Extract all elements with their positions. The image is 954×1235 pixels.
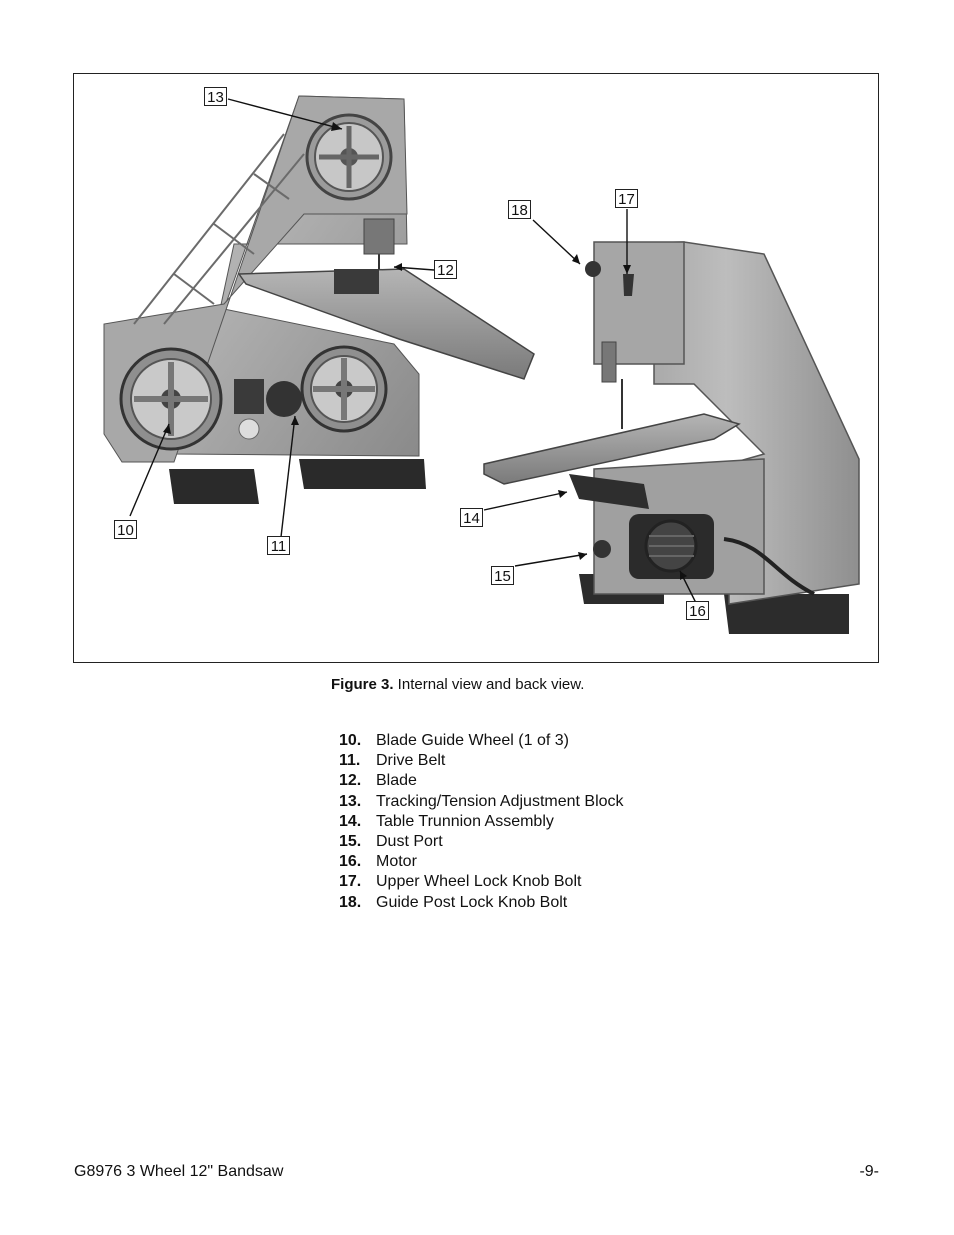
callout-16: 16 <box>686 601 709 620</box>
part-number: 15. <box>339 832 362 850</box>
part-label: Dust Port <box>376 832 443 850</box>
part-number: 13. <box>339 792 362 810</box>
list-item: 10. Blade Guide Wheel (1 of 3) <box>339 731 624 751</box>
part-number: 11. <box>339 752 361 770</box>
part-number: 10. <box>339 732 362 749</box>
list-item: 11. Drive Belt <box>339 751 624 771</box>
part-label: Blade <box>376 772 417 790</box>
callout-13: 13 <box>204 87 227 106</box>
part-label: Tracking/Tension Adjustment Block <box>376 792 624 810</box>
leader-arrowheads <box>163 122 687 580</box>
back-view <box>483 241 860 634</box>
part-label: Drive Belt <box>376 752 446 770</box>
caption-label: Figure 3. <box>331 676 394 693</box>
part-label: Guide Post Lock Knob Bolt <box>376 893 568 911</box>
page-number: -9- <box>859 1163 879 1180</box>
list-item: 17. Upper Wheel Lock Knob Bolt <box>339 872 624 892</box>
figure-3: 13 12 18 17 10 11 14 15 16 <box>73 73 879 663</box>
part-number: 12. <box>339 772 362 790</box>
parts-list: 10. Blade Guide Wheel (1 of 3) 11. Drive B… <box>339 731 624 913</box>
list-item: 15. Dust Port <box>339 832 624 852</box>
part-number: 18. <box>339 893 362 911</box>
part-label: Upper Wheel Lock Knob Bolt <box>376 873 582 891</box>
part-number: 17. <box>339 873 362 891</box>
callout-11: 11 <box>267 536 290 555</box>
list-item: 18. Guide Post Lock Knob Bolt <box>339 893 624 913</box>
part-label: Motor <box>376 853 417 871</box>
list-item: 13. Tracking/Tension Adjustment Block <box>339 792 624 812</box>
part-number: 14. <box>339 812 362 830</box>
footer-title: G8976 3 Wheel 12" Bandsaw <box>74 1163 284 1180</box>
figure-caption: Figure 3. Internal view and back view. <box>331 676 584 693</box>
list-item: 16. Motor <box>339 852 624 872</box>
callout-18: 18 <box>508 200 531 219</box>
part-label: Table Trunnion Assembly <box>376 812 554 830</box>
caption-text: Internal view and back view. <box>393 676 585 693</box>
callout-12: 12 <box>434 260 457 279</box>
part-label: Blade Guide Wheel (1 of 3) <box>376 732 569 749</box>
internal-view <box>103 95 535 504</box>
callout-14: 14 <box>460 508 483 527</box>
leader-lines <box>129 98 697 604</box>
bandsaw-illustration <box>103 95 860 634</box>
callout-17: 17 <box>615 189 638 208</box>
part-number: 16. <box>339 853 362 871</box>
callout-15: 15 <box>491 566 514 585</box>
list-item: 14. Table Trunnion Assembly <box>339 812 624 832</box>
callout-10: 10 <box>114 520 137 539</box>
list-item: 12. Blade <box>339 771 624 791</box>
